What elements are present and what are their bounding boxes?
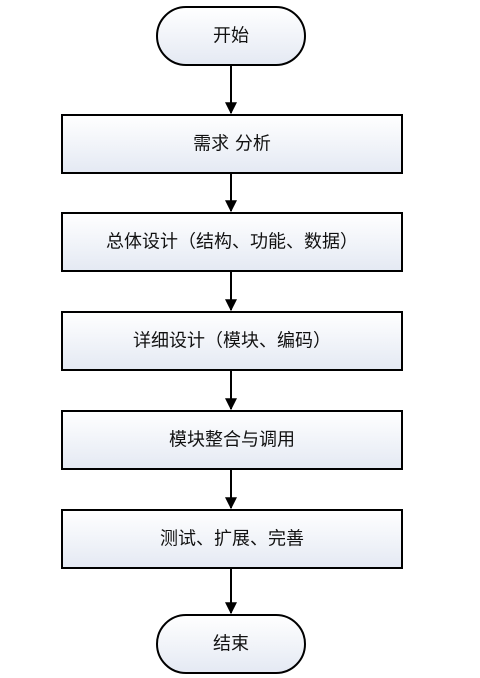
end-label: 结束 — [213, 634, 249, 655]
start-label: 开始 — [213, 26, 249, 47]
step-4-label: 模块整合与调用 — [169, 430, 295, 451]
start-node: 开始 — [156, 6, 306, 66]
step-5-label: 测试、扩展、完善 — [160, 529, 304, 550]
step-module-integration: 模块整合与调用 — [61, 410, 403, 470]
step-testing: 测试、扩展、完善 — [61, 509, 403, 569]
step-3-label: 详细设计（模块、编码） — [133, 331, 331, 352]
step-1-label: 需求 分析 — [193, 134, 271, 155]
end-node: 结束 — [156, 614, 306, 674]
step-2-label: 总体设计（结构、功能、数据） — [106, 232, 358, 253]
step-detailed-design: 详细设计（模块、编码） — [61, 311, 403, 371]
step-overall-design: 总体设计（结构、功能、数据） — [61, 212, 403, 272]
step-requirements-analysis: 需求 分析 — [61, 114, 403, 174]
